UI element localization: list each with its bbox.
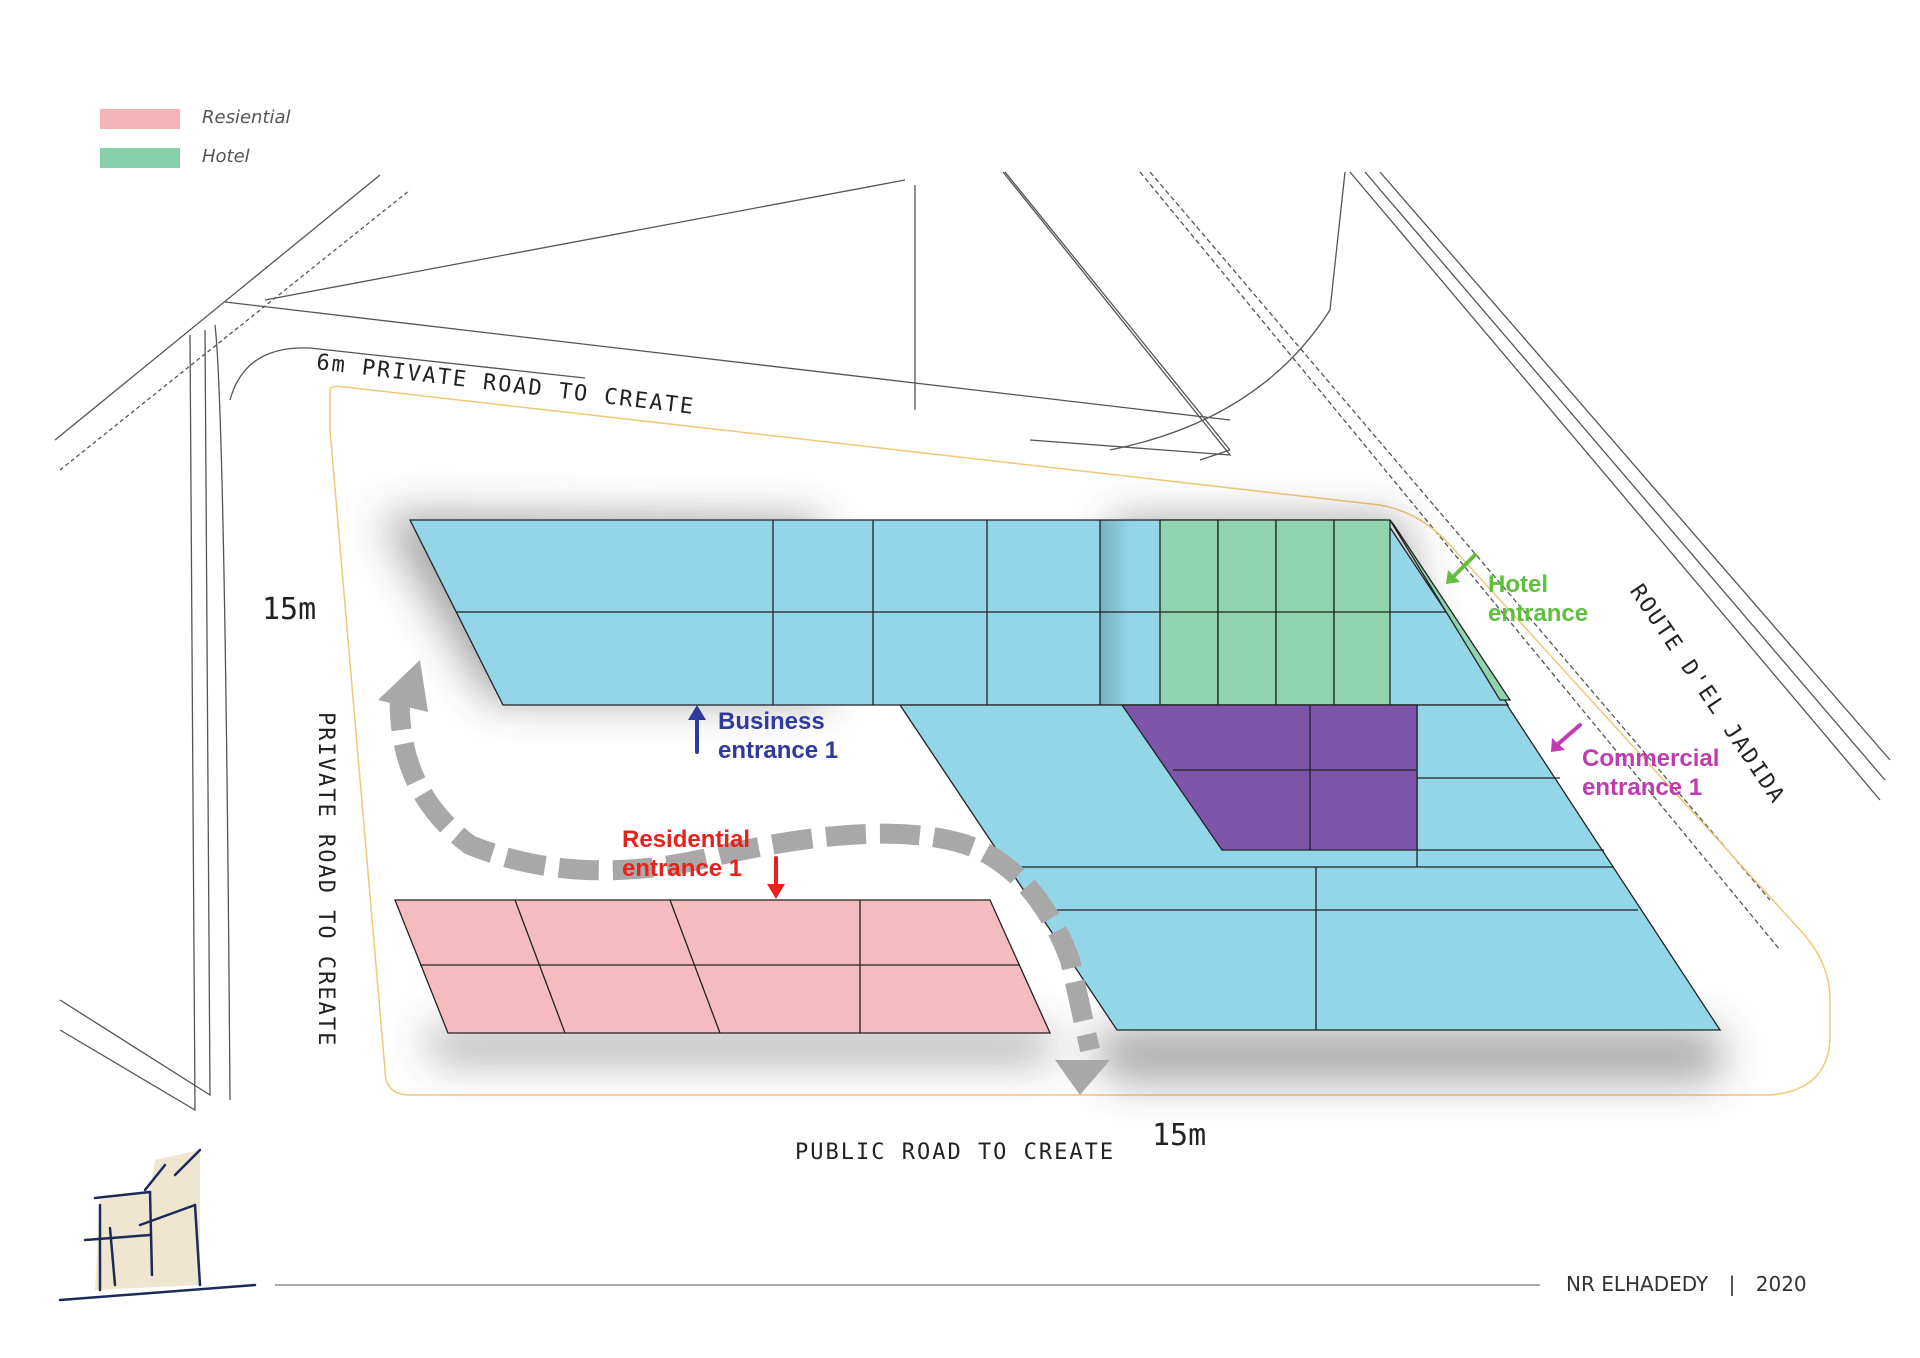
- road-lines: [54, 171, 1891, 1112]
- hotel-entrance-arrowhead: [1446, 570, 1460, 584]
- entrance-arrows: [695, 553, 1582, 892]
- road-diagonal-center: [1149, 171, 1771, 901]
- road-diagonal-top-left: [54, 174, 381, 441]
- commercial-entrance-label: Commercial entrance 1: [1582, 744, 1719, 802]
- legend-swatch-hotel: [100, 148, 180, 168]
- business-entrance-label: Business entrance 1: [718, 707, 838, 765]
- road-vertical-pair-b: [1004, 171, 1231, 451]
- commercial-slab: [1120, 704, 1418, 851]
- hotel-edge-strip: [1389, 519, 1512, 701]
- road-top-edge-outer: [224, 301, 1231, 421]
- circulation-path: [389, 689, 1100, 1053]
- business-entrance-line2: entrance 1: [718, 737, 839, 764]
- road-top-bend: [214, 324, 231, 1101]
- residential-divider: [514, 899, 566, 1034]
- hotel-entrance-line2: entrance: [1488, 600, 1589, 627]
- road-route-jadida-3: [1364, 171, 1886, 781]
- circulation-path-line: [389, 689, 1100, 1053]
- footer-year: 2020: [1755, 1272, 1807, 1296]
- footer-credit: NR ELHADEDY | 2020: [1566, 1272, 1807, 1296]
- legend-label-residential: Resiential: [202, 107, 291, 128]
- commercial-entrance-line1: Commercial: [1582, 745, 1720, 772]
- road-width-left: 15m: [262, 592, 317, 627]
- road-route-jadida-4: [1379, 171, 1891, 761]
- residential-slab: [394, 899, 1052, 1034]
- road-top-right-return: [1109, 171, 1346, 451]
- commercial-entrance-arrow: [1555, 723, 1582, 747]
- business-entrance-line1: Business: [718, 708, 825, 735]
- residential-entrance-line1: Residential: [622, 826, 751, 853]
- commercial-entrance-arrowhead: [1551, 738, 1565, 752]
- circulation-arrowhead-top: [378, 660, 428, 712]
- road-left-curve: [229, 347, 586, 401]
- road-triangle: [1002, 171, 1232, 456]
- footer-separator: |: [1728, 1272, 1736, 1296]
- hotel-entrance-line1: Hotel: [1488, 571, 1548, 598]
- residential-divider: [669, 899, 721, 1034]
- road-right-curve: [1199, 449, 1231, 461]
- road-label-left: PRIVATE ROAD TO CREATE: [313, 712, 338, 1048]
- site-boundary: [329, 385, 1831, 1096]
- legend-swatch-residential: [100, 109, 180, 129]
- road-route-jadida-2: [1349, 171, 1881, 801]
- road-label-bottom: PUBLIC ROAD TO CREATE: [795, 1140, 1116, 1165]
- residential-entrance-label: Residential entrance 1: [622, 825, 750, 883]
- residential-entrance-line2: entrance 1: [622, 855, 743, 882]
- residential-entrance-arrowhead: [767, 884, 785, 899]
- circulation-arrowhead-bottom: [1055, 1060, 1110, 1095]
- commercial-entrance-line2: entrance 1: [1582, 774, 1703, 801]
- hotel-entrance-label: Hotel entrance: [1488, 570, 1588, 628]
- entrance-arrowheads: [688, 570, 1565, 899]
- business-entrance-arrowhead: [688, 705, 706, 720]
- road-diagonal-top-left-inner: [59, 189, 411, 471]
- architect-logo: [58, 1148, 257, 1302]
- footer-author: NR ELHADEDY: [1566, 1272, 1709, 1296]
- hotel-entrance-arrow: [1450, 553, 1477, 580]
- legend-label-hotel: Hotel: [202, 146, 250, 167]
- road-width-bottom: 15m: [1152, 1118, 1207, 1153]
- commercial-block: [1120, 704, 1418, 851]
- residential-block: [394, 899, 1052, 1034]
- road-left-outer: [59, 329, 211, 1097]
- road-top-edge-inner: [264, 179, 906, 301]
- hotel-shade: [1100, 520, 1160, 705]
- road-left-inner: [59, 334, 196, 1112]
